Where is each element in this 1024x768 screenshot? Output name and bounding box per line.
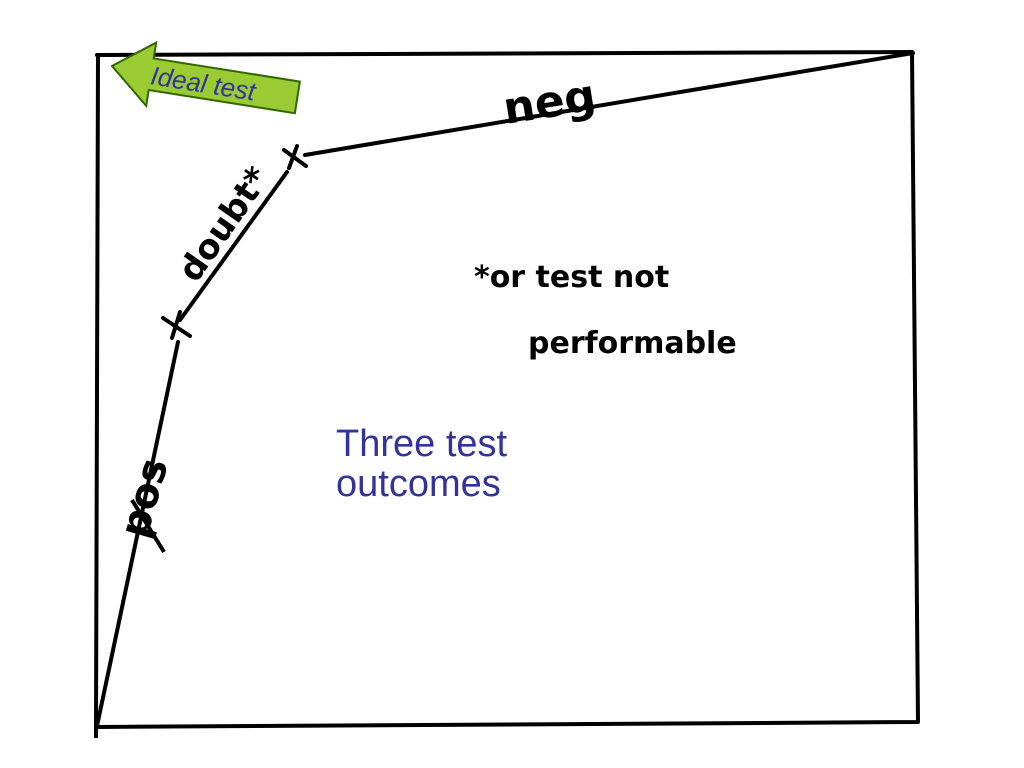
caption-line1: Three test <box>336 423 508 465</box>
cross-marker-lower <box>161 310 192 340</box>
caption: Three test outcomes <box>336 424 507 504</box>
cross-marker-upper <box>282 144 308 170</box>
curve-neg-segment <box>303 51 915 157</box>
ideal-test-arrow: Ideal test <box>110 40 302 115</box>
label-pos-stroke <box>130 498 166 554</box>
curve-pos-segment <box>95 340 180 728</box>
curve-doubt-segment <box>178 170 289 322</box>
label-doubt: doubt* <box>171 159 279 289</box>
footnote-line1: *or test not <box>474 260 669 295</box>
label-pos: pos <box>111 453 177 543</box>
frame <box>94 50 920 729</box>
label-neg: neg <box>500 70 600 135</box>
caption-line2: outcomes <box>336 463 501 505</box>
arrow-shape <box>110 40 302 115</box>
footnote-line2: performable <box>528 326 737 361</box>
